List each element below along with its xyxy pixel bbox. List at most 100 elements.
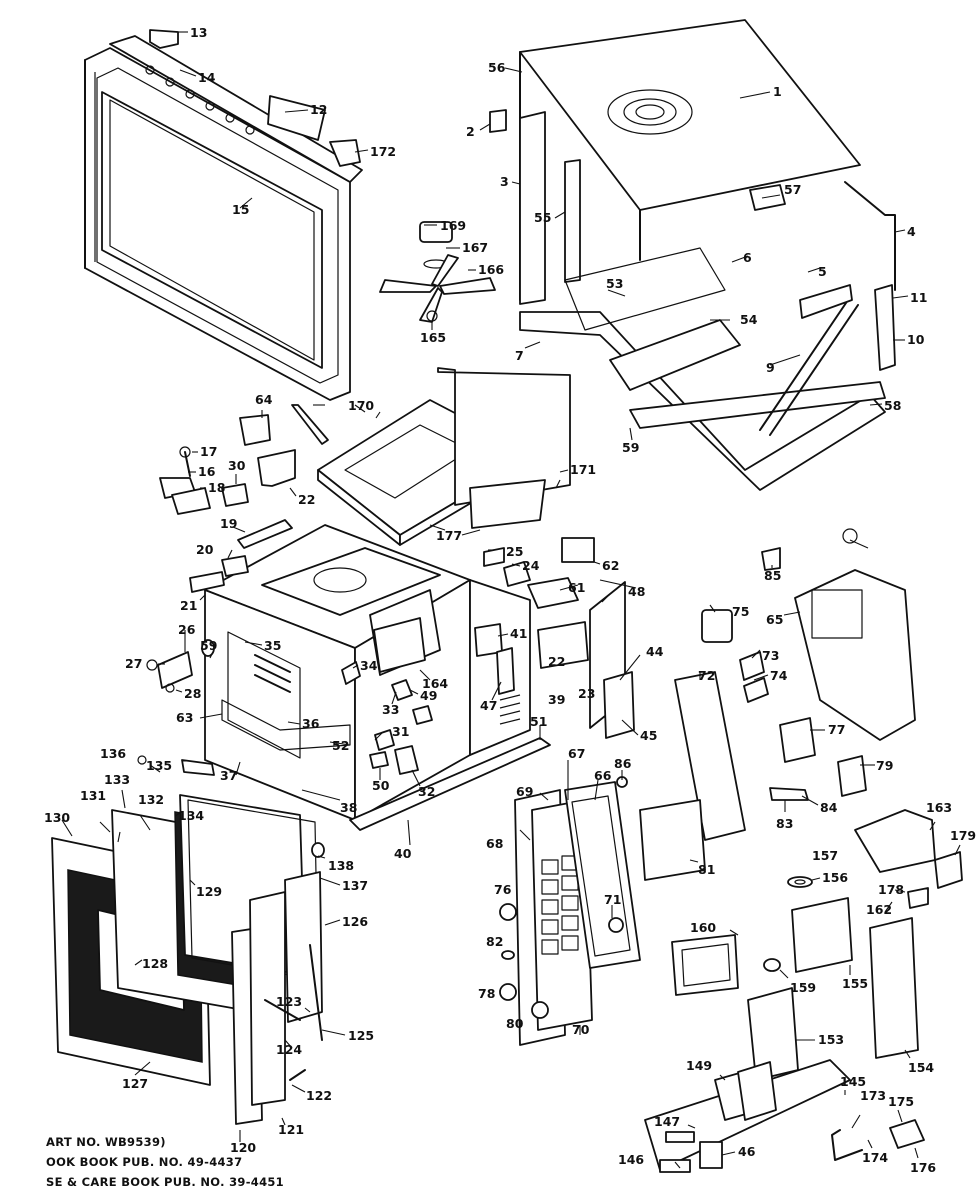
- part-label-170: 172: [370, 144, 396, 159]
- part-label-45: 45: [640, 728, 657, 743]
- part-label-24: 24: [522, 558, 540, 573]
- part-labels: 13 14 12 172 15 56 1 2 3 57 4 55 6 5 11 …: [44, 25, 976, 1175]
- part-label-40: 40: [394, 846, 412, 861]
- part-label-60: 59: [200, 638, 217, 653]
- part-label-171: 173: [860, 1088, 886, 1103]
- part-label-38: 38: [340, 800, 357, 815]
- part-label-59: 59: [622, 440, 639, 455]
- part-label-3: 3: [500, 174, 509, 189]
- part-label-81: 81: [698, 862, 715, 877]
- part-label-4: 4: [907, 224, 916, 239]
- part-label-11: 11: [910, 290, 927, 305]
- part-label-175: 177: [436, 528, 462, 543]
- part-label-23: 23: [578, 686, 595, 701]
- part-label-129: 129: [196, 884, 222, 899]
- part-label-22b: 22: [548, 654, 565, 669]
- part-label-6: 6: [743, 250, 752, 265]
- part-label-5: 5: [818, 264, 827, 279]
- part-label-50: 50: [372, 778, 390, 793]
- part-label-77: 77: [828, 722, 845, 737]
- part-label-132: 132: [138, 792, 164, 807]
- part-label-79: 79: [876, 758, 893, 773]
- part-label-145: 145: [840, 1074, 866, 1089]
- part-label-127: 127: [122, 1076, 148, 1091]
- part-label-120: 120: [230, 1140, 256, 1155]
- top-strip-holes: [145, 65, 255, 135]
- part-label-173: 175: [888, 1094, 914, 1109]
- part-label-48: 48: [628, 584, 645, 599]
- part-label-31: 31: [392, 724, 409, 739]
- part-label-39: 39: [548, 692, 565, 707]
- part-label-27: 27: [125, 656, 142, 671]
- inner-wrapper: [317, 367, 571, 546]
- part-label-124: 124: [276, 1042, 302, 1057]
- vent-holes: [499, 694, 521, 725]
- part-label-20: 20: [196, 542, 214, 557]
- part-label-70: 70: [572, 1022, 590, 1037]
- part-label-134: 134: [178, 808, 204, 823]
- part-label-55: 55: [534, 210, 551, 225]
- part-label-86: 86: [614, 756, 632, 771]
- part-label-162: 164: [422, 676, 448, 691]
- part-label-22: 22: [298, 492, 315, 507]
- part-label-68: 68: [486, 836, 503, 851]
- part-label-165: 167: [462, 240, 488, 255]
- part-label-160: 162: [866, 902, 892, 917]
- part-label-156: 157: [812, 848, 838, 863]
- part-label-157: 159: [790, 980, 816, 995]
- footer-notes: ART NO. WB9539) OOK BOOK PUB. NO. 49-443…: [46, 1135, 284, 1189]
- part-label-51: 51: [530, 714, 547, 729]
- part-label-63: 63: [176, 710, 193, 725]
- part-label-161: 163: [926, 800, 952, 815]
- part-label-133: 133: [104, 772, 130, 787]
- part-label-73: 73: [762, 648, 779, 663]
- part-label-56: 56: [488, 60, 506, 75]
- part-label-177: 179: [950, 828, 976, 843]
- part-label-30: 30: [228, 458, 246, 473]
- base-pan: [519, 247, 896, 491]
- part-label-69: 69: [516, 784, 533, 799]
- part-label-85: 85: [764, 568, 781, 583]
- part-label-58: 58: [884, 398, 901, 413]
- part-label-136: 136: [100, 746, 126, 761]
- part-label-12: 12: [310, 102, 327, 117]
- outer-case: [489, 19, 896, 305]
- part-label-13: 13: [190, 25, 207, 40]
- part-label-166: 169: [440, 218, 466, 233]
- small-hardware: [146, 404, 635, 775]
- part-label-154: 155: [842, 976, 868, 991]
- footer-line-3: SE & CARE BOOK PUB. NO. 39-4451: [46, 1175, 284, 1189]
- part-label-75: 75: [732, 604, 749, 619]
- part-label-76: 76: [494, 882, 512, 897]
- fan-blade: [379, 254, 496, 323]
- footer-line-1: ART NO. WB9539): [46, 1135, 166, 1149]
- part-label-46: 46: [738, 1144, 756, 1159]
- part-label-138: 138: [328, 858, 354, 873]
- part-label-163: 165: [420, 330, 446, 345]
- part-label-72: 72: [698, 668, 715, 683]
- part-label-83: 83: [776, 816, 793, 831]
- part-label-71: 71: [604, 892, 621, 907]
- part-label-28: 28: [184, 686, 201, 701]
- part-label-19: 19: [220, 516, 237, 531]
- part-label-155: 156: [822, 870, 848, 885]
- keypad-grid: [541, 855, 579, 955]
- part-label-137: 137: [342, 878, 368, 893]
- leader-lines: [61, 31, 961, 1169]
- part-label-126: 126: [342, 914, 368, 929]
- part-label-153: 154: [908, 1060, 934, 1075]
- part-label-1: 1: [773, 84, 782, 99]
- door-assembly: [51, 755, 325, 1125]
- part-label-121: 121: [278, 1122, 304, 1137]
- part-label-34: 34: [360, 658, 378, 673]
- footer-line-2: OOK BOOK PUB. NO. 49-4437: [46, 1155, 242, 1169]
- part-label-47: 47: [480, 698, 497, 713]
- part-label-49: 49: [420, 688, 437, 703]
- part-label-128: 128: [142, 956, 168, 971]
- waveguide-slots: [254, 654, 291, 693]
- part-label-21: 21: [180, 598, 197, 613]
- part-label-61: 61: [568, 580, 585, 595]
- part-label-159: 160: [690, 920, 716, 935]
- part-label-37: 37: [220, 768, 237, 783]
- part-label-74: 74: [770, 668, 788, 683]
